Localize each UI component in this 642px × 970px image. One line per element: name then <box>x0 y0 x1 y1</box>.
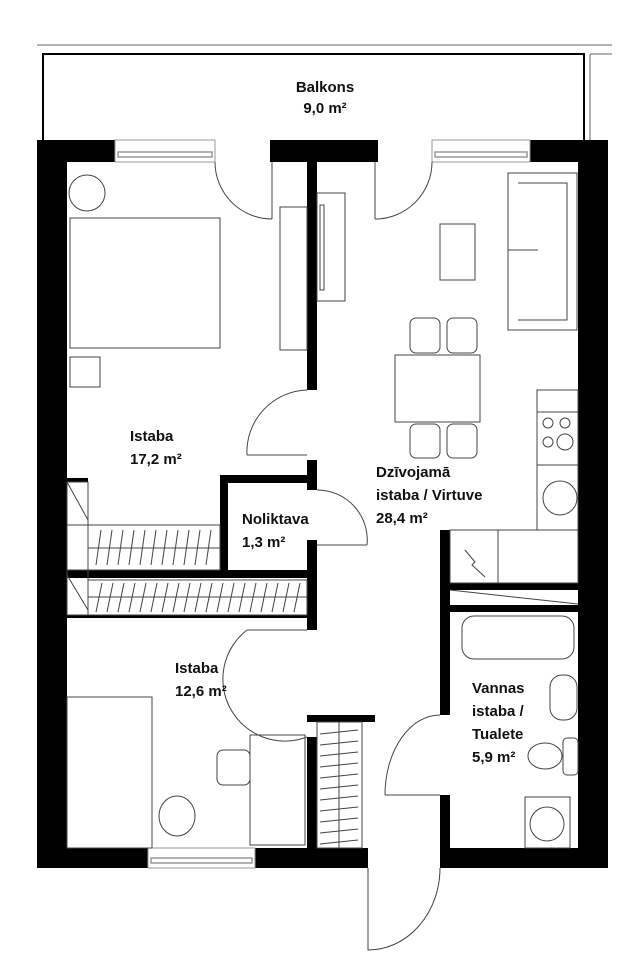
hanger-line <box>319 806 359 812</box>
living-name-1: Dzīvojamā <box>376 464 451 481</box>
hanger-line <box>150 529 157 566</box>
balkons-name: Balkons <box>296 79 354 96</box>
hanger-line <box>319 751 359 757</box>
wardrobes <box>66 481 363 849</box>
windows <box>114 139 531 869</box>
living-name-2: istaba / Virtuve <box>376 487 482 504</box>
hanger-line <box>282 582 290 613</box>
furniture <box>66 172 579 849</box>
hanger-line <box>95 529 102 566</box>
hanger-line <box>183 529 190 566</box>
noliktava-name: Noliktava <box>242 511 309 528</box>
hanger-line <box>117 529 124 566</box>
hanger-line <box>216 582 224 613</box>
hanger-line <box>319 762 359 768</box>
bath-name-3: Tualete <box>472 726 523 743</box>
hanger-line <box>150 582 158 613</box>
hanger-line <box>117 582 125 613</box>
hanger-line <box>106 529 113 566</box>
hanger-line <box>172 529 179 566</box>
hanger-line <box>319 784 359 790</box>
hanger-line <box>319 817 359 823</box>
hanger-line <box>205 529 212 566</box>
hanger-line <box>172 582 180 613</box>
hanger-line <box>66 574 89 611</box>
room-labels: Balkons 9,0 m² Istaba 17,2 m² Noliktava … <box>130 79 525 766</box>
bath-name-2: istaba / <box>472 703 525 720</box>
hanger-line <box>319 795 359 801</box>
hanger-line <box>293 582 301 613</box>
hanger-line <box>128 529 135 566</box>
istaba1-name: Istaba <box>130 428 174 445</box>
hanger-line <box>319 839 359 845</box>
bath-name-1: Vannas <box>472 680 525 697</box>
hanger-line <box>238 582 246 613</box>
hanger-line <box>227 582 235 613</box>
hanger-line <box>319 729 359 735</box>
hanger-line <box>139 582 147 613</box>
hanger-line <box>161 529 168 566</box>
hanger-line <box>161 582 169 613</box>
balcony <box>37 44 612 140</box>
hanger-line <box>194 582 202 613</box>
balkons-area: 9,0 m² <box>303 100 346 117</box>
hanger-line <box>260 582 268 613</box>
istaba2-name: Istaba <box>175 660 219 677</box>
hanger-line <box>194 529 201 566</box>
hanger-line <box>271 582 279 613</box>
hanger-line <box>183 582 191 613</box>
living-area: 28,4 m² <box>376 510 428 527</box>
noliktava-area: 1,3 m² <box>242 534 285 551</box>
bath-area: 5,9 m² <box>472 749 515 766</box>
doors <box>214 161 441 951</box>
hanger-line <box>319 773 359 779</box>
hanger-line <box>139 529 146 566</box>
hanger-line <box>95 582 103 613</box>
walls <box>37 140 608 868</box>
hanger-line <box>106 582 114 613</box>
istaba1-area: 17,2 m² <box>130 451 182 468</box>
hanger-line <box>128 582 136 613</box>
hanger-line <box>205 582 213 613</box>
hanger-line <box>249 582 257 613</box>
hanger-line <box>319 828 359 834</box>
hanger-line <box>66 481 89 521</box>
hanger-line <box>319 740 359 746</box>
istaba2-area: 12,6 m² <box>175 683 227 700</box>
